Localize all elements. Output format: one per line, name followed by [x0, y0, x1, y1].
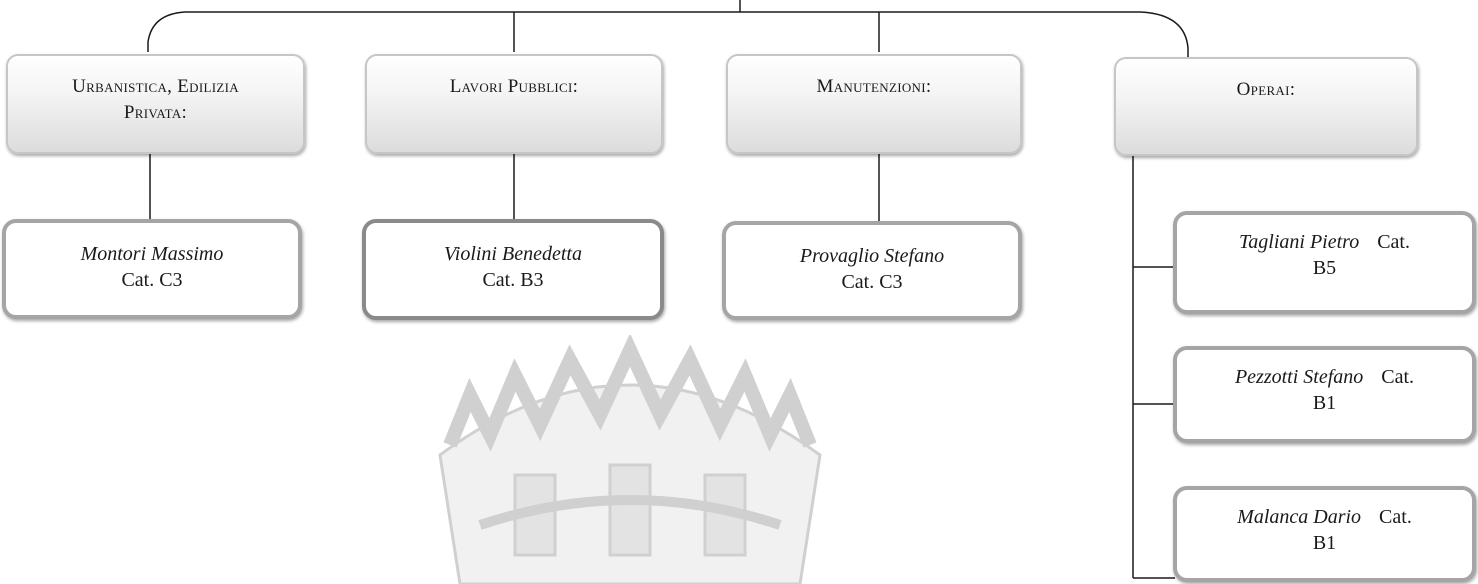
- worker-cat-label: Cat.: [1381, 366, 1415, 388]
- person-box: Violini Benedetta Cat. B3: [362, 219, 664, 320]
- person-category: Cat. C3: [121, 269, 183, 291]
- crown-watermark-icon: [438, 335, 822, 584]
- worker-name: Malanca Dario: [1237, 506, 1362, 528]
- dept-lavori-pubblici: Lavori Pubblici:: [365, 54, 663, 154]
- person-name: Provaglio Stefano: [799, 245, 945, 267]
- dept-label-line: Privata:: [123, 102, 188, 123]
- dept-manutenzioni: Manutenzioni:: [726, 54, 1022, 154]
- dept-urbanistica: Urbanistica, Edilizia Privata:: [6, 54, 305, 154]
- dept-label-line: Urbanistica, Edilizia: [72, 76, 239, 97]
- person-name: Violini Benedetta: [444, 243, 582, 265]
- dept-operai: Operai:: [1114, 57, 1418, 156]
- person-category: Cat. B3: [482, 269, 544, 291]
- worker-cat-label: Cat.: [1379, 506, 1412, 528]
- person-box: Montori Massimo Cat. C3: [2, 219, 302, 319]
- worker-box: Malanca Dario Cat. B1: [1173, 486, 1476, 582]
- person-box: Provaglio Stefano Cat. C3: [722, 221, 1022, 320]
- dept-label-line: Operai:: [1236, 79, 1296, 100]
- worker-cat-value: B1: [1312, 392, 1337, 414]
- person-category: Cat. C3: [841, 271, 903, 293]
- worker-name: Tagliani Pietro: [1239, 231, 1360, 253]
- worker-cat-label: Cat.: [1377, 231, 1410, 253]
- worker-cat-value: B1: [1312, 532, 1337, 554]
- worker-cat-value: B5: [1312, 257, 1337, 279]
- dept-label-line: Lavori Pubblici:: [449, 76, 579, 97]
- worker-box: Pezzotti Stefano Cat. B1: [1173, 346, 1476, 443]
- person-name: Montori Massimo: [80, 243, 224, 265]
- worker-box: Tagliani Pietro Cat. B5: [1173, 211, 1476, 314]
- dept-label-line: Manutenzioni:: [816, 76, 932, 97]
- worker-name: Pezzotti Stefano: [1234, 366, 1364, 388]
